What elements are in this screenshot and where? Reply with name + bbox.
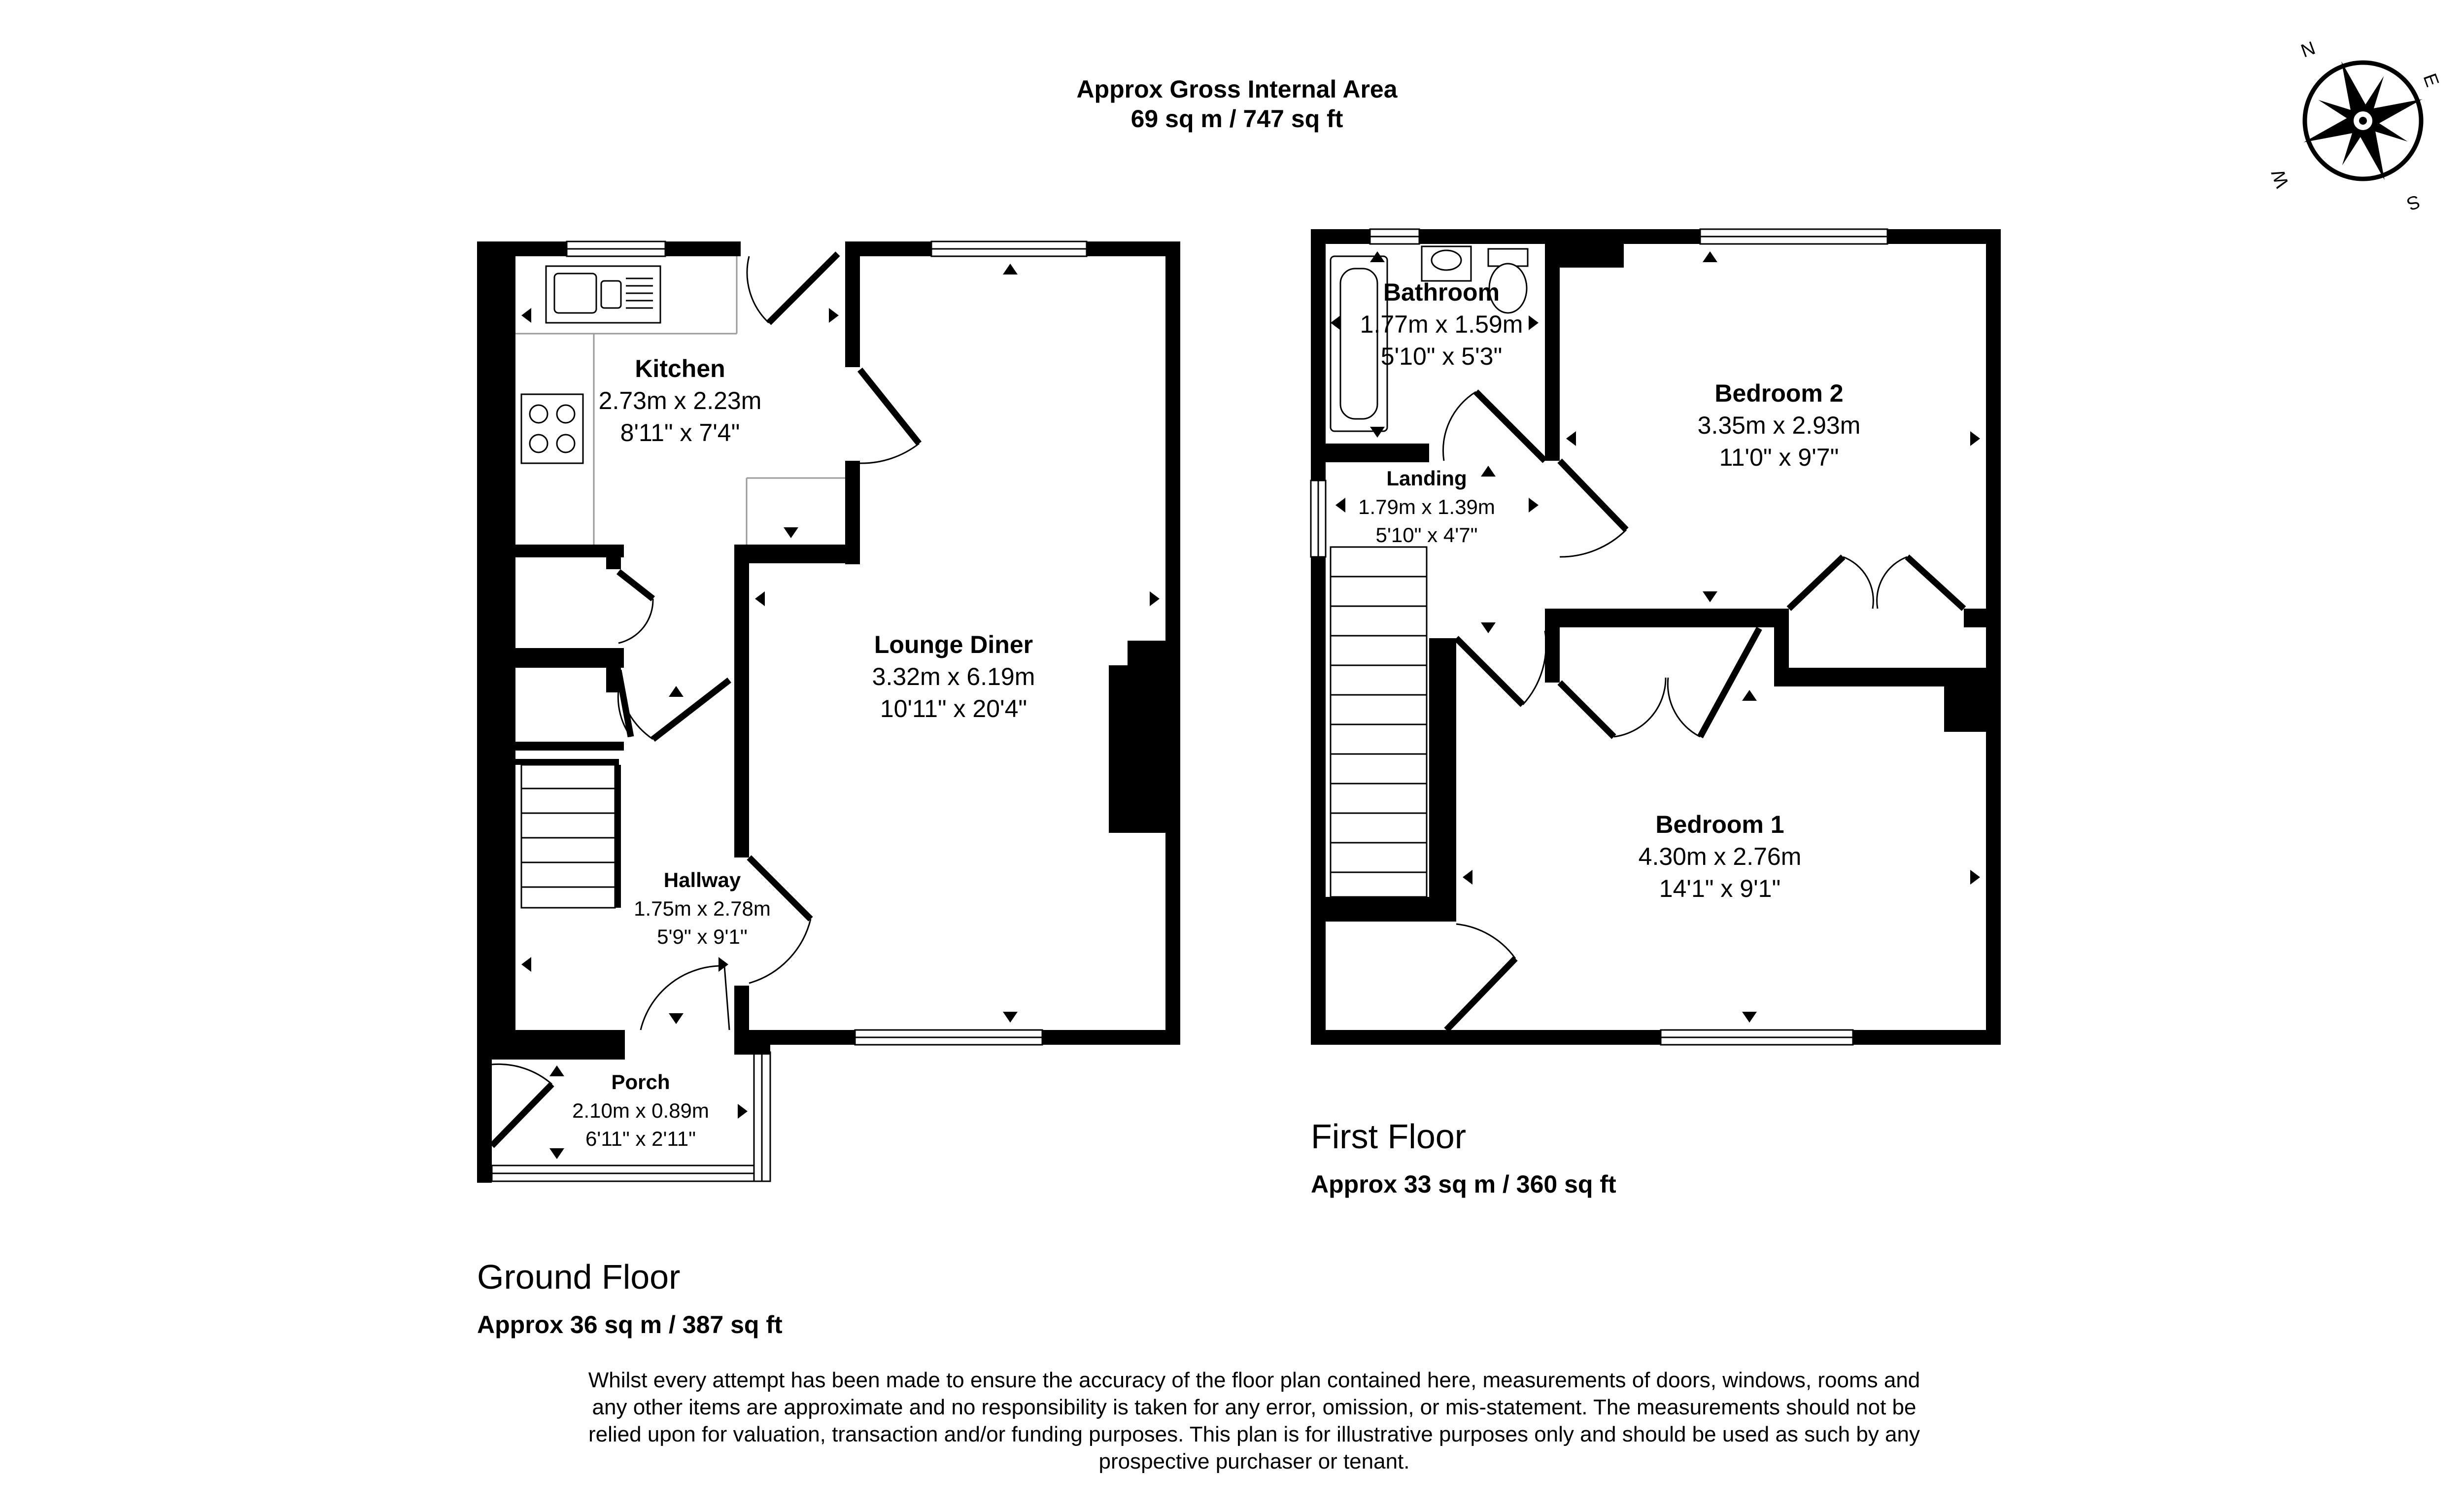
bedroom2-metric: 3.35m x 2.93m: [1698, 411, 1861, 439]
bathroom-metric: 1.77m x 1.59m: [1360, 310, 1523, 338]
room-label-bathroom: Bathroom 1.77m x 1.59m 5'10" x 5'3": [1360, 278, 1523, 370]
disclaimer-line-2: any other items are approximate and no r…: [592, 1395, 1916, 1419]
hallway-name: Hallway: [664, 868, 741, 891]
disclaimer-line-1: Whilst every attempt has been made to en…: [588, 1368, 1920, 1392]
bedroom1-name: Bedroom 1: [1655, 811, 1784, 838]
bedroom1-imperial: 14'1" x 9'1": [1659, 875, 1780, 902]
kitchen-name: Kitchen: [635, 355, 725, 382]
compass-rose-icon: N E S W: [2268, 38, 2443, 214]
ground-floor-area: Approx 36 sq m / 387 sq ft: [477, 1311, 783, 1338]
landing-name: Landing: [1386, 467, 1467, 490]
compass-s-label: S: [2404, 191, 2423, 214]
room-label-porch: Porch 2.10m x 0.89m 6'11" x 2'11": [572, 1070, 709, 1150]
bedroom2-imperial: 11'0" x 9'7": [1719, 444, 1839, 471]
disclaimer-line-3: relied upon for valuation, transaction a…: [588, 1422, 1920, 1446]
kitchen-metric: 2.73m x 2.23m: [599, 387, 762, 414]
room-label-lounge: Lounge Diner 3.32m x 6.19m 10'11" x 20'4…: [872, 631, 1035, 722]
compass-n-label: N: [2298, 38, 2318, 62]
toilet-icon: [1487, 248, 1529, 314]
landing-imperial: 5'10" x 4'7": [1376, 523, 1478, 547]
wardrobe-doors-bedroom2: [1786, 554, 1966, 611]
porch-imperial: 6'11" x 2'11": [585, 1127, 696, 1150]
header-area: 69 sq m / 747 sq ft: [1131, 105, 1343, 133]
bedroom2-door: [1557, 458, 1629, 558]
compass-w-label: W: [2268, 167, 2293, 190]
ground-floor-title: Ground Floor: [477, 1258, 680, 1296]
basin-icon: [1421, 245, 1472, 282]
lounge-kitchen-door: [857, 367, 922, 464]
ground-floor-stairs: [515, 759, 621, 909]
hallway-metric: 1.75m x 2.78m: [634, 897, 771, 920]
bedroom1-metric: 4.30m x 2.76m: [1639, 843, 1802, 870]
hob-icon: [520, 393, 584, 464]
ground-floor-dimension-arrows: [521, 264, 1160, 1159]
porch-metric: 2.10m x 0.89m: [572, 1099, 709, 1122]
disclaimer: Whilst every attempt has been made to en…: [588, 1368, 1920, 1474]
first-floor-area: Approx 33 sq m / 360 sq ft: [1311, 1170, 1616, 1198]
compass-e-label: E: [2419, 71, 2443, 90]
kitchen-back-door: [746, 251, 840, 325]
room-label-bedroom2: Bedroom 2 3.35m x 2.93m 11'0" x 9'7": [1698, 379, 1861, 471]
ground-floor-plan: Kitchen 2.73m x 2.23m 8'11" x 7'4" Loung…: [477, 240, 1180, 1338]
bath-icon: [1330, 255, 1388, 432]
bedroom2-name: Bedroom 2: [1714, 379, 1843, 407]
lounge-name: Lounge Diner: [874, 631, 1033, 658]
disclaimer-line-4: prospective purchaser or tenant.: [1098, 1449, 1409, 1474]
room-label-kitchen: Kitchen 2.73m x 2.23m 8'11" x 7'4": [599, 355, 762, 446]
sink-icon: [545, 265, 661, 324]
header-title: Approx Gross Internal Area: [1076, 75, 1398, 103]
kitchen-imperial: 8'11" x 7'4": [620, 419, 740, 446]
bathroom-name: Bathroom: [1383, 278, 1500, 306]
header: Approx Gross Internal Area 69 sq m / 747…: [1076, 75, 1398, 133]
bathroom-imperial: 5'10" x 5'3": [1381, 343, 1502, 370]
lounge-imperial: 10'11" x 20'4": [880, 695, 1027, 722]
first-floor-stairs: [1330, 546, 1428, 898]
hallway-kitchen-door: [617, 677, 731, 742]
lounge-metric: 3.32m x 6.19m: [872, 663, 1035, 690]
hallway-imperial: 5'9" x 9'1": [657, 925, 748, 948]
wardrobe-doors-bedroom1: [1557, 626, 1762, 739]
first-floor-plan: Bathroom 1.77m x 1.59m 5'10" x 5'3" Bedr…: [1310, 228, 2001, 1198]
first-floor-title: First Floor: [1311, 1117, 1466, 1156]
cupboard-door-first-floor: [1444, 923, 1518, 1032]
room-label-landing: Landing 1.79m x 1.39m 5'10" x 4'7": [1358, 467, 1495, 547]
bathroom-door: [1442, 389, 1547, 463]
room-label-bedroom1: Bedroom 1 4.30m x 2.76m 14'1" x 9'1": [1639, 811, 1802, 902]
landing-metric: 1.79m x 1.39m: [1358, 495, 1495, 518]
porch-front-door: [489, 1063, 554, 1148]
cupboard-door-1: [616, 569, 655, 644]
room-label-hallway: Hallway 1.75m x 2.78m 5'9" x 9'1": [634, 868, 771, 948]
porch-name: Porch: [611, 1070, 670, 1094]
lounge-hallway-door: [747, 855, 813, 984]
landing-bedroom1-door: [1454, 630, 1547, 707]
porch-hallway-door: [640, 965, 730, 1030]
first-floor-dimension-arrows: [1331, 251, 1980, 1023]
